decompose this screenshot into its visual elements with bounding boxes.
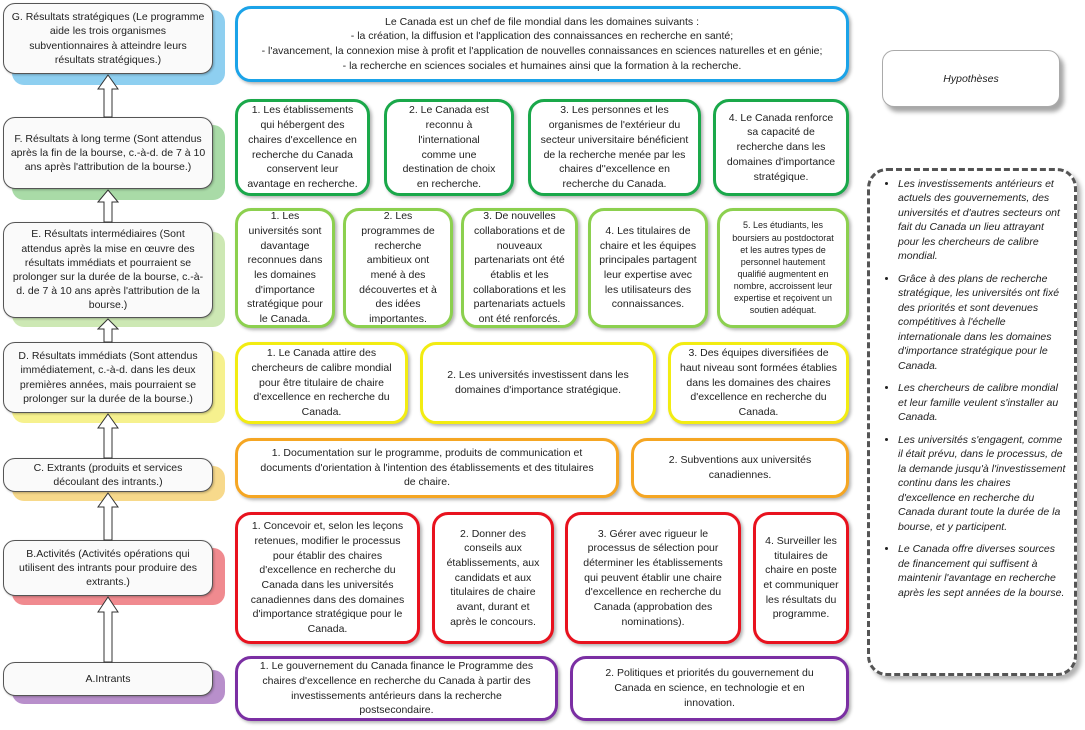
arrow-up-icon — [97, 596, 119, 663]
intermediate-outcome-1: 1. Les universités sont davantage reconn… — [235, 208, 335, 328]
strategic-line-4: - la recherche en sciences sociales et h… — [342, 59, 742, 72]
longterm-outcome-4: 4. Le Canada renforce sa capacité de rec… — [713, 99, 849, 196]
output-1: 1. Documentation sur le programme, produ… — [235, 438, 619, 498]
assumption-item: Les chercheurs de calibre mondial et leu… — [898, 381, 1066, 424]
assumptions-panel: Les investissements antérieurs et actuel… — [867, 168, 1077, 676]
output-2: 2. Subventions aux universités canadienn… — [631, 438, 849, 498]
strategic-outcome-box: Le Canada est un chef de file mondial da… — [235, 6, 849, 82]
assumption-item: Le Canada offre diverses sources de fina… — [898, 542, 1066, 600]
activity-4: 4. Surveiller les titulaires de chaire e… — [753, 512, 849, 644]
intermediate-outcome-4: 4. Les titulaires de chaire et les équip… — [588, 208, 708, 328]
arrow-up-icon — [97, 318, 119, 343]
immediate-outcome-2: 2. Les universités investissent dans les… — [420, 342, 656, 424]
level-d-immediate: D. Résultats immédiats (Sont attendus im… — [3, 342, 213, 413]
input-2: 2. Politiques et priorités du gouverneme… — [570, 656, 849, 721]
arrow-up-icon — [97, 189, 119, 223]
assumptions-list: Les investissements antérieurs et actuel… — [876, 177, 1066, 600]
input-1: 1. Le gouvernement du Canada finance le … — [235, 656, 558, 721]
arrow-up-icon — [97, 413, 119, 459]
arrow-up-icon — [97, 74, 119, 118]
longterm-outcome-3: 3. Les personnes et les organismes de l'… — [528, 99, 701, 196]
assumption-item: Les universités s'engagent, comme il éta… — [898, 433, 1066, 534]
longterm-outcome-2: 2. Le Canada est reconnu à l'internation… — [384, 99, 514, 196]
strategic-line-3: - l'avancement, la connexion mise à prof… — [261, 45, 823, 57]
level-e-intermediate: E. Résultats intermédiaires (Sont attend… — [3, 222, 213, 318]
intermediate-outcome-5: 5. Les étudiants, les boursiers au postd… — [717, 208, 849, 328]
activity-3: 3. Gérer avec rigueur le processus de sé… — [565, 512, 741, 644]
level-c-outputs: C. Extrants (produits et services découl… — [3, 458, 213, 492]
strategic-line-1: Le Canada est un chef de file mondial da… — [384, 15, 700, 28]
intermediate-outcome-3: 3. De nouvelles collaborations et de nou… — [461, 208, 578, 328]
arrow-up-icon — [97, 492, 119, 541]
immediate-outcome-1: 1. Le Canada attire des chercheurs de ca… — [235, 342, 408, 424]
activity-2: 2. Donner des conseils aux établissement… — [432, 512, 554, 644]
assumption-item: Grâce à des plans de recherche stratégiq… — [898, 272, 1066, 373]
level-f-long-term: F. Résultats à long terme (Sont attendus… — [3, 117, 213, 189]
level-b-activities: B.Activités (Activités opérations qui ut… — [3, 540, 213, 596]
hypotheses-title: Hypothèses — [882, 50, 1060, 107]
assumption-item: Les investissements antérieurs et actuel… — [898, 177, 1066, 264]
activity-1: 1. Concevoir et, selon les leçons retenu… — [235, 512, 420, 644]
immediate-outcome-3: 3. Des équipes diversifiées de haut nive… — [668, 342, 849, 424]
strategic-line-2: - la création, la diffusion et l'applica… — [350, 30, 734, 43]
level-g-strategic: G. Résultats stratégiques (Le programme … — [3, 3, 213, 74]
level-a-inputs: A.Intrants — [3, 662, 213, 696]
longterm-outcome-1: 1. Les établissements qui hébergent des … — [235, 99, 370, 196]
intermediate-outcome-2: 2. Les programmes de recherche ambitieux… — [343, 208, 453, 328]
